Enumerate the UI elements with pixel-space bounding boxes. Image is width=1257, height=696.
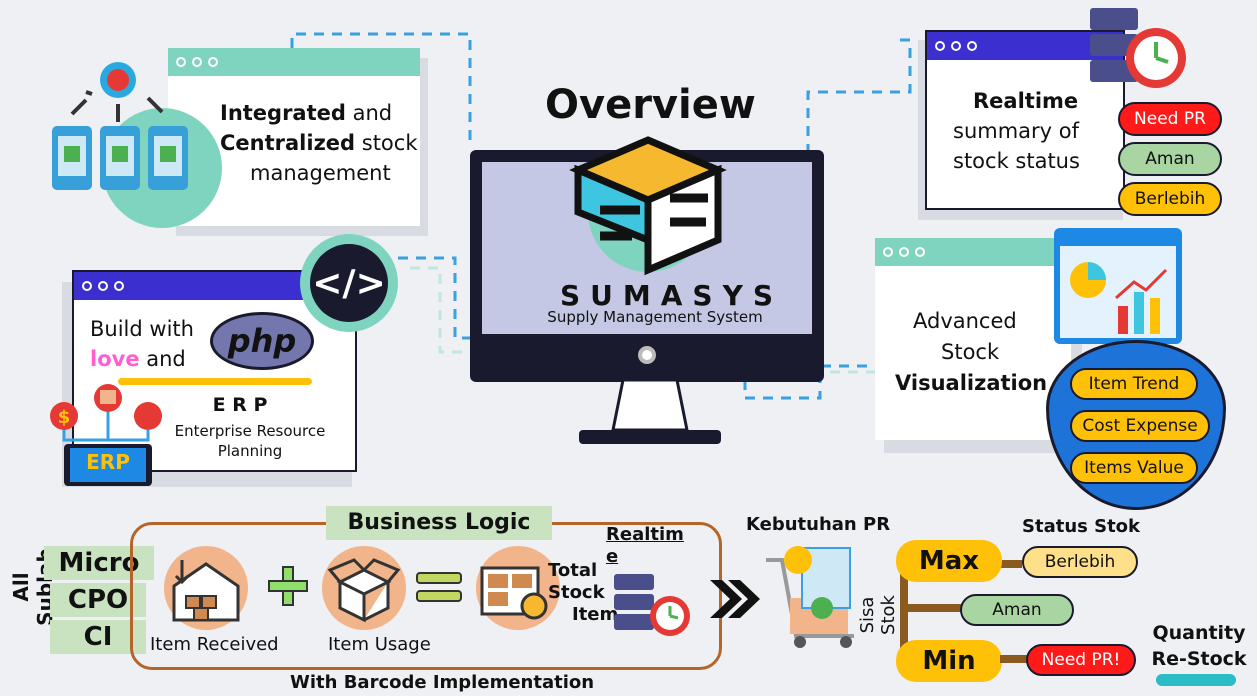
integrated-bold: Integrated (220, 101, 346, 125)
item-trend-badge: Item Trend (1070, 368, 1198, 400)
page-title: Overview (545, 82, 756, 128)
quantity-restock-label: Quantity Re-Stock (1146, 620, 1252, 672)
server-timer-icon (1090, 8, 1186, 88)
erp-subtitle-1: Enterprise Resource (174, 422, 326, 440)
advanced-window: Advanced Stock Visualization (875, 238, 1071, 440)
realtime-label: Realtim e (606, 524, 684, 568)
php-logo: php (210, 312, 314, 370)
sumasys-logo-icon (569, 136, 727, 276)
window-dot (208, 57, 218, 67)
centralized-bold: Centralized (220, 131, 356, 155)
berlebih-badge: Berlebih (1118, 182, 1222, 216)
svg-text:$: $ (58, 407, 71, 428)
window-dot (899, 247, 909, 257)
erp-subtitle-2: Planning (217, 442, 283, 460)
open-box-icon (322, 546, 406, 630)
max-badge: Max (896, 540, 1002, 582)
restock-line: Re-Stock (1151, 648, 1247, 670)
sisa-stok-label: Sisa Stok (857, 595, 899, 635)
window-dot (114, 281, 124, 291)
realtime-line3: stock status (953, 149, 1080, 173)
erp-network-icon: $ (50, 384, 162, 486)
and-text: and (139, 347, 186, 371)
brand-tagline: Supply Management System (547, 308, 763, 326)
code-icon: </> (300, 234, 398, 332)
monitor-stand (579, 378, 721, 444)
quantity-line: Quantity (1152, 622, 1246, 644)
restock-underline (1156, 674, 1236, 686)
window-dot (935, 41, 945, 51)
window-titlebar (168, 48, 420, 76)
chart-dashboard-icon (1054, 228, 1182, 344)
monitor-power-icon (638, 346, 656, 364)
total-stock-label: Total Stock Item (548, 560, 618, 626)
realtime-window: Realtime summary of stock status (925, 30, 1125, 210)
realtime-label-line1: Realtim (606, 524, 684, 545)
window-dot (915, 247, 925, 257)
yellow-underline (118, 378, 312, 385)
total-line3: Item (572, 604, 619, 625)
realtime-bold: Realtime (973, 89, 1079, 113)
min-connector (1000, 655, 1030, 663)
equals-icon (416, 572, 462, 602)
brand-name: SUMASYS (560, 279, 784, 312)
document-cart-icon (766, 546, 854, 648)
build-with-text: Build with (90, 317, 194, 341)
items-value-badge: Items Value (1070, 452, 1198, 484)
kebutuhan-pr-label: Kebutuhan PR (746, 514, 891, 535)
love-text: love (90, 347, 140, 371)
window-dot (82, 281, 92, 291)
integrated-text: and (345, 101, 393, 125)
window-dot (967, 41, 977, 51)
realtime-label-line2: e (606, 546, 619, 567)
window-dot (98, 281, 108, 291)
window-dot (192, 57, 202, 67)
aman-status-badge: Aman (960, 594, 1074, 626)
need-pr-status-badge: Need PR! (1026, 644, 1136, 676)
total-line2: Stock (548, 582, 605, 603)
advanced-line1: Advanced (913, 309, 1017, 333)
status-stok-label: Status Stok (1022, 516, 1141, 537)
php-erp-window: Build with love and php E R P Enterprise… (72, 270, 357, 472)
centralized-text: stock (355, 131, 418, 155)
advanced-line2: Stock (941, 340, 1000, 364)
erp-title: E R P (212, 394, 268, 416)
network-icon (52, 62, 222, 228)
window-dot (951, 41, 961, 51)
item-received-label: Item Received (150, 634, 279, 655)
sublab-micro: Micro (44, 546, 154, 580)
aman-badge: Aman (1118, 142, 1222, 176)
business-logic-title: Business Logic (326, 506, 552, 540)
window-dot (883, 247, 893, 257)
management-text: management (250, 161, 391, 185)
stock-boxes-icon (476, 546, 560, 630)
item-usage-label: Item Usage (328, 634, 431, 655)
server-timer-small-icon (614, 574, 690, 636)
erp-icon-label: ERP (86, 450, 130, 474)
window-dot (176, 57, 186, 67)
warehouse-icon (164, 546, 248, 630)
min-badge: Min (896, 640, 1002, 682)
need-pr-badge: Need PR (1118, 102, 1222, 136)
plus-icon (268, 566, 308, 606)
total-line1: Total (548, 560, 598, 581)
berlebih-status-badge: Berlebih (1022, 546, 1138, 578)
window-titlebar (875, 238, 1071, 266)
double-chevron-icon (710, 580, 760, 618)
barcode-footer: With Barcode Implementation (290, 672, 595, 693)
realtime-line2: summary of (953, 119, 1080, 143)
visualization-bold: Visualization (895, 371, 1048, 395)
cost-expense-badge: Cost Expense (1070, 410, 1210, 442)
